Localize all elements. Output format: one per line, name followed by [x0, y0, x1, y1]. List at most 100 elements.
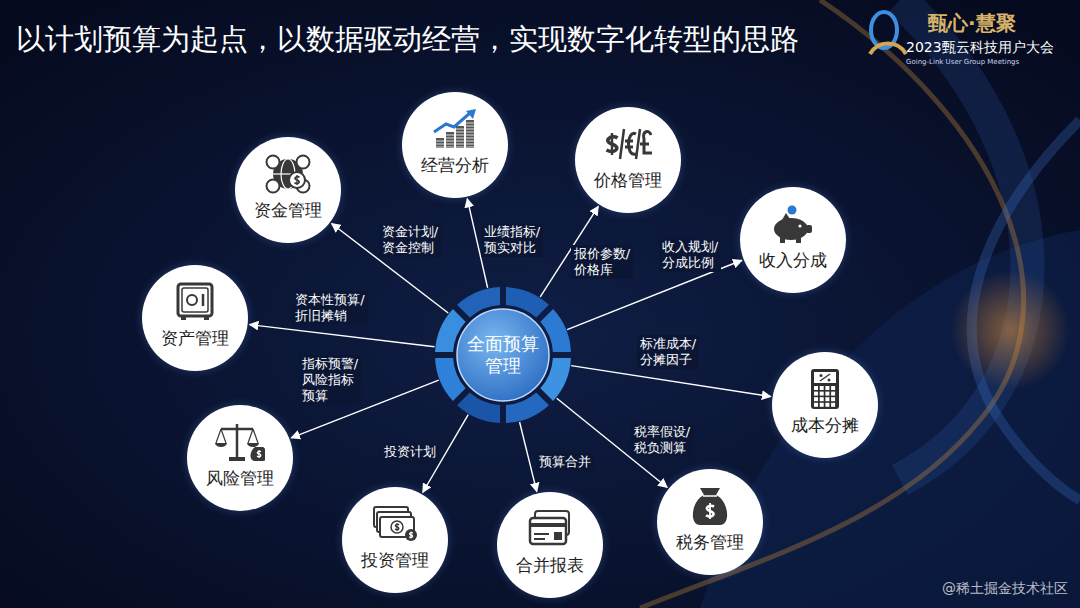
edge-label: 收入规划/ 分成比例 — [659, 238, 721, 273]
safe-handle — [202, 294, 205, 306]
coin-edge — [436, 147, 444, 148]
topic-circle: 价格管理 — [575, 107, 681, 213]
calculator-key — [820, 386, 824, 390]
safe-body — [178, 284, 212, 316]
coin-edge — [466, 129, 474, 130]
topic-label: 经营分析 — [421, 155, 489, 175]
scale-base — [229, 457, 245, 461]
topic-circle: 成本分摊 — [772, 352, 878, 458]
glow — [950, 270, 1070, 390]
piggy-leg — [780, 236, 785, 243]
pound-symbol — [640, 132, 652, 153]
coin — [405, 529, 417, 541]
sheet-line — [534, 538, 545, 540]
connector-arrow — [520, 422, 537, 492]
calculator-key — [825, 386, 829, 390]
topic-label: 资产管理 — [161, 328, 229, 348]
calculator-key — [820, 392, 824, 396]
edge-label: 资金计划/ 资金控制 — [379, 223, 441, 258]
coin — [297, 156, 310, 169]
coin — [267, 180, 280, 193]
safe-foot — [204, 316, 209, 320]
calculator-key — [820, 403, 824, 407]
calculator-key — [814, 397, 818, 401]
coin-edge — [446, 144, 454, 145]
topic-label: 投资管理 — [361, 550, 429, 570]
hub-core — [457, 309, 549, 401]
sheet-mark — [554, 532, 562, 540]
topic-icon — [603, 123, 653, 165]
percent-symbol — [820, 374, 823, 377]
coin-edge — [466, 147, 474, 148]
calculator-key — [825, 392, 829, 396]
scale-beam — [221, 428, 253, 431]
topic-icon — [768, 203, 818, 245]
piggy-ear — [782, 213, 790, 220]
sheet — [530, 518, 566, 544]
divider — [636, 129, 640, 159]
topic-icon — [685, 485, 735, 527]
coin-edge — [446, 138, 454, 139]
coin-edge — [466, 138, 474, 139]
coin-edge — [466, 135, 474, 136]
edge-label: 业绩指标/ 预实对比 — [481, 223, 543, 258]
coin-edge — [436, 141, 444, 142]
calculator-key — [814, 392, 818, 396]
coin-edge — [466, 123, 474, 124]
money-bag — [251, 447, 266, 461]
piggy-snout — [806, 225, 812, 233]
edge-label: 标准成本/ 分摊因子 — [637, 335, 699, 370]
logo-text: 甄心·慧聚 — [928, 10, 1016, 37]
swoosh — [900, 0, 1028, 480]
coin-edge — [456, 147, 464, 148]
piggy-body — [774, 218, 808, 240]
percent-symbol — [828, 379, 831, 382]
topic-circle: 资金管理 — [235, 137, 341, 243]
coin-edge — [446, 135, 454, 136]
calculator-key — [831, 392, 835, 396]
coin-edge — [466, 144, 474, 145]
scale-pan — [215, 443, 259, 447]
money-bag — [693, 488, 727, 525]
logo-mark — [870, 44, 906, 55]
edge-label: 预算合并 — [536, 453, 594, 471]
coin-edge — [456, 129, 464, 130]
hub-circle: 全面预算 管理 — [428, 280, 578, 430]
topic-icon — [370, 503, 420, 545]
piggy-leg — [796, 236, 801, 243]
topic-label: 风险管理 — [206, 468, 274, 488]
logo-subtitle: 2023甄云科技用户大会 — [906, 39, 1054, 57]
topic-icon — [263, 153, 313, 195]
slide-title: 以计划预算为起点，以数据驱动经营，实现数字化转型的思路 — [16, 20, 799, 60]
coin-edge — [466, 141, 474, 142]
coin-edge — [446, 147, 454, 148]
dollar-symbol — [411, 532, 412, 539]
dollar-symbol — [709, 503, 711, 519]
coin — [289, 172, 305, 188]
coin-edge — [466, 132, 474, 133]
topic-label: 收入分成 — [759, 250, 827, 270]
calculator-key — [825, 397, 829, 401]
dollar-symbol — [611, 133, 613, 155]
euro-symbol — [625, 133, 636, 154]
coin-edge — [466, 126, 474, 127]
coin-edge — [436, 144, 444, 145]
coin — [788, 206, 797, 215]
calculator-key — [831, 403, 835, 407]
safe-door — [182, 288, 208, 312]
scale-string — [216, 429, 258, 443]
watermark: @稀土掘金技术社区 — [942, 580, 1068, 598]
edge-label: 投资计划 — [381, 443, 439, 461]
calculator-key — [831, 386, 835, 390]
coin-edge — [456, 135, 464, 136]
calculator-screen — [814, 372, 836, 383]
bag-tie — [703, 495, 717, 497]
swoosh — [700, 230, 1080, 608]
calculator-key — [814, 403, 818, 407]
topic-label: 税务管理 — [676, 532, 744, 552]
coin-edge — [456, 132, 464, 133]
coin-edge — [456, 144, 464, 145]
